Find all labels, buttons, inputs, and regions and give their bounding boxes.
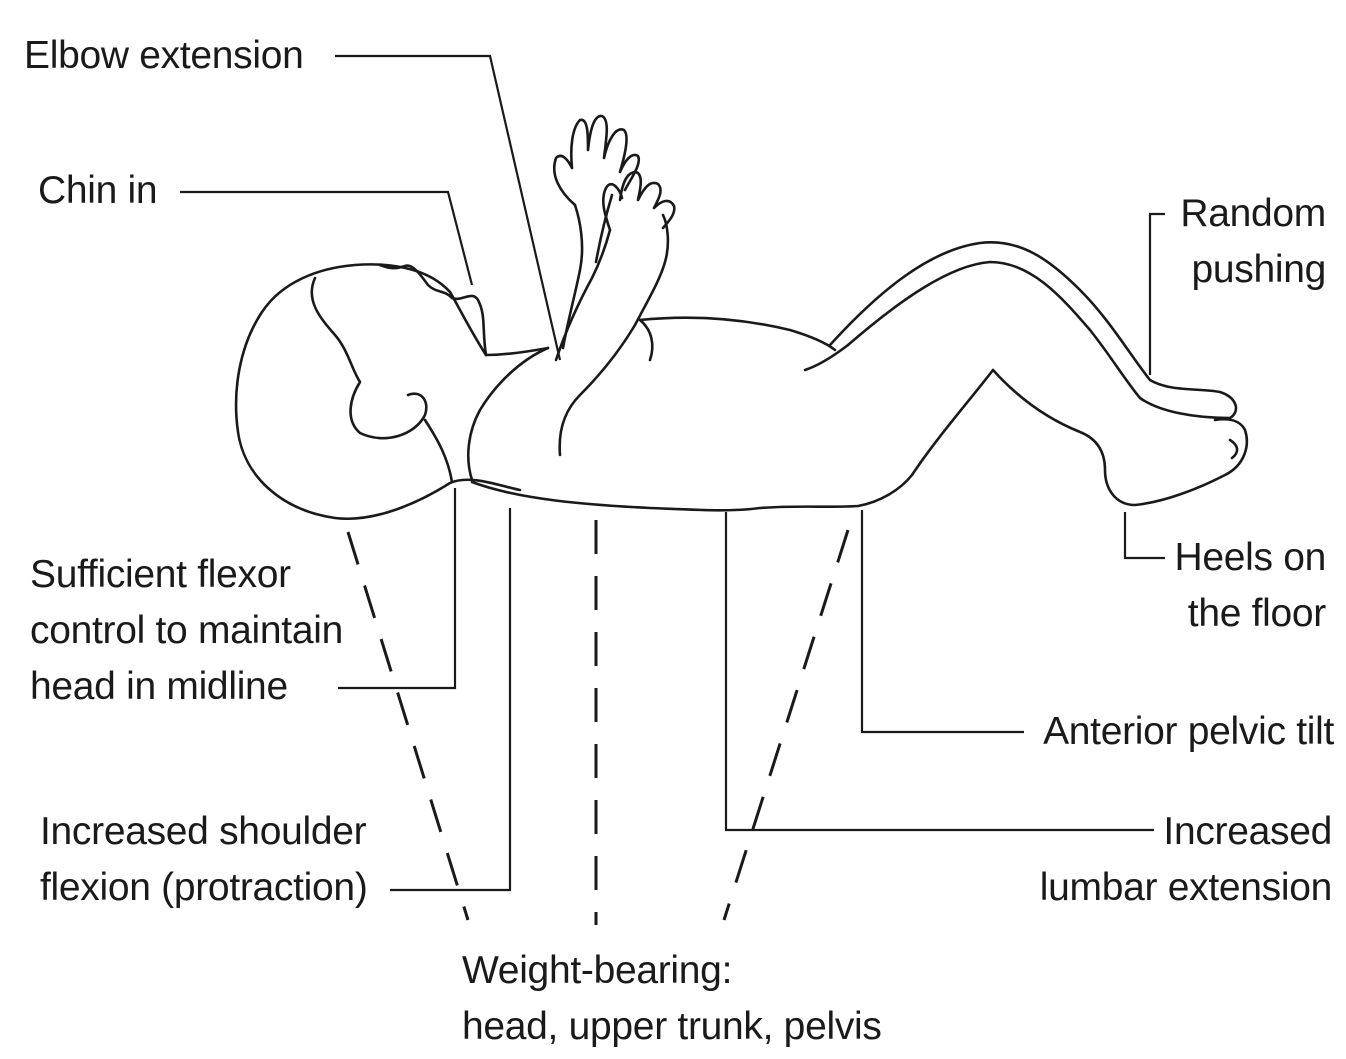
infant-belly <box>640 318 835 350</box>
infant-back <box>472 370 993 510</box>
pelvis-weight-line <box>724 530 848 920</box>
weight-bearing-line-2: head, upper trunk, pelvis <box>462 999 882 1055</box>
elbow-extension-leader <box>335 56 560 360</box>
infant-upper-leg <box>830 242 1236 418</box>
random-pushing-line-1: Random <box>1180 186 1326 242</box>
random-pushing-label: Random pushing <box>1180 186 1326 298</box>
weight-bearing-label: Weight-bearing: head, upper trunk, pelvi… <box>462 943 882 1055</box>
infant-ear <box>312 278 427 438</box>
infant-thigh-crease <box>805 345 848 370</box>
leader-lines <box>180 56 1165 890</box>
infant-figure <box>236 116 1247 519</box>
infant-far-arm <box>563 205 582 348</box>
elbow-extension-label: Elbow extension <box>24 28 304 84</box>
lumbar-extension-line-2: lumbar extension <box>1040 860 1332 916</box>
lumbar-extension-label: Increased lumbar extension <box>1040 804 1332 916</box>
lumbar-extension-line-1: Increased <box>1040 804 1332 860</box>
flexor-control-line-2: control to maintain <box>30 603 343 659</box>
shoulder-flexion-line-2: flexion (protraction) <box>40 860 368 916</box>
shoulder-flexion-label: Increased shoulder flexion (protraction) <box>40 804 368 916</box>
infant-shoulder <box>468 348 548 480</box>
heels-on-floor-label: Heels on the floor <box>1174 530 1326 642</box>
shoulder-flexion-leader <box>390 508 510 890</box>
infant-head <box>236 264 520 518</box>
random-pushing-leader <box>1150 214 1165 375</box>
heels-on-floor-line-1: Heels on <box>1174 530 1326 586</box>
infant-neck-crease <box>425 420 452 482</box>
heels-on-floor-leader <box>1125 512 1165 558</box>
anterior-pelvic-tilt-label: Anterior pelvic tilt <box>1043 704 1334 760</box>
weight-bearing-line-1: Weight-bearing: <box>462 943 882 999</box>
flexor-control-line-3: head in midline <box>30 659 343 715</box>
infant-upper-leg-inner <box>848 262 1230 418</box>
infant-near-hand <box>603 172 674 230</box>
random-pushing-line-2: pushing <box>1180 242 1326 298</box>
flexor-control-label: Sufficient flexor control to maintain he… <box>30 547 343 715</box>
heels-on-floor-line-2: the floor <box>1174 586 1326 642</box>
anterior-pelvic-tilt-leader <box>862 510 1024 732</box>
lumbar-extension-leader <box>726 512 1154 830</box>
infant-torso-front <box>640 320 652 360</box>
shoulder-flexion-line-1: Increased shoulder <box>40 804 368 860</box>
flexor-control-line-1: Sufficient flexor <box>30 547 343 603</box>
infant-far-hand <box>554 116 639 205</box>
chin-in-label: Chin in <box>38 163 157 219</box>
infant-lower-foot <box>1230 440 1237 458</box>
weight-bearing-lines <box>348 520 848 925</box>
